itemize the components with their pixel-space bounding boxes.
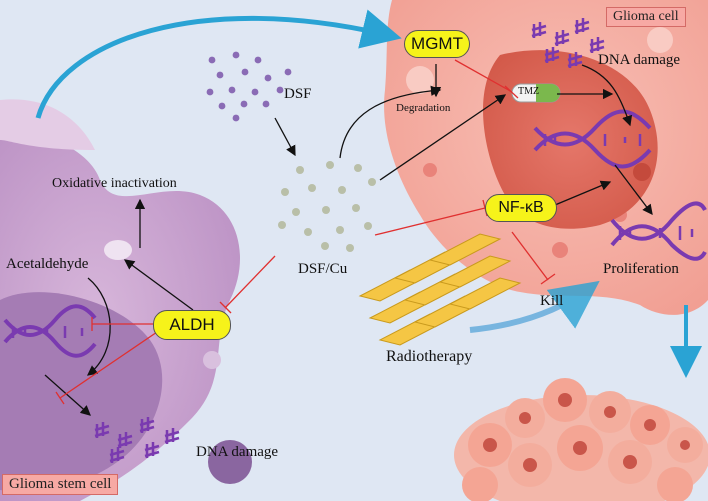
glioma-vesicle — [423, 163, 437, 177]
dna-damage-bottom-label: DNA damage — [196, 444, 279, 460]
glioma-stem-cell-outer — [0, 99, 95, 150]
nfkb-pill: NF-κB — [485, 194, 557, 222]
glioma-cell-tag: Glioma cell — [606, 7, 686, 27]
dna-damage-top-label: DNA damage — [598, 52, 681, 68]
activation-arrows — [44, 64, 653, 416]
dna-helix-icon — [533, 109, 652, 169]
glioma-stem-cell-tag: Glioma stem cell — [2, 474, 119, 495]
radiotherapy-label: Radiotherapy — [386, 348, 473, 365]
stem-vesicle — [203, 351, 221, 369]
glioma-vesicle — [552, 242, 568, 258]
dna-helix-icon — [3, 304, 97, 358]
dsf-label: DSF — [284, 86, 312, 102]
aldh-pill: ALDH — [153, 310, 231, 340]
radiotherapy-beam-icon — [358, 233, 522, 346]
glioma-stem-nucleus — [0, 292, 163, 492]
tmz-label: TMZ — [518, 86, 540, 97]
dna-fragments-icon — [94, 417, 180, 463]
tumor-mass-icon — [454, 378, 708, 501]
blue-arc-arrow — [35, 9, 402, 119]
oxidative-inactivation-label: Oxidative inactivation — [52, 176, 177, 191]
tmz-capsule-icon — [511, 83, 561, 103]
dsf-particles-icon — [206, 51, 292, 122]
nucleus-dot — [633, 163, 651, 181]
inhibition-lines — [55, 59, 556, 405]
proliferation-label: Proliferation — [603, 261, 679, 277]
dsf-cu-particles-icon — [278, 161, 376, 252]
glioma-vesicle — [406, 66, 434, 94]
dna-fragments-icon — [531, 18, 605, 68]
dna-helix-icon — [610, 201, 707, 261]
stem-vesicle — [104, 240, 132, 260]
acetaldehyde-label: Acetaldehyde — [6, 256, 89, 272]
mgmt-pill: MGMT — [404, 30, 470, 58]
kill-label: Kill — [540, 293, 564, 309]
degradation-label: Degradation — [396, 102, 451, 114]
dsf-cu-label: DSF/Cu — [298, 261, 348, 277]
stem-vesicle — [208, 440, 252, 484]
glioma-vesicle — [647, 27, 673, 53]
blue-beam-arrow — [469, 280, 600, 333]
